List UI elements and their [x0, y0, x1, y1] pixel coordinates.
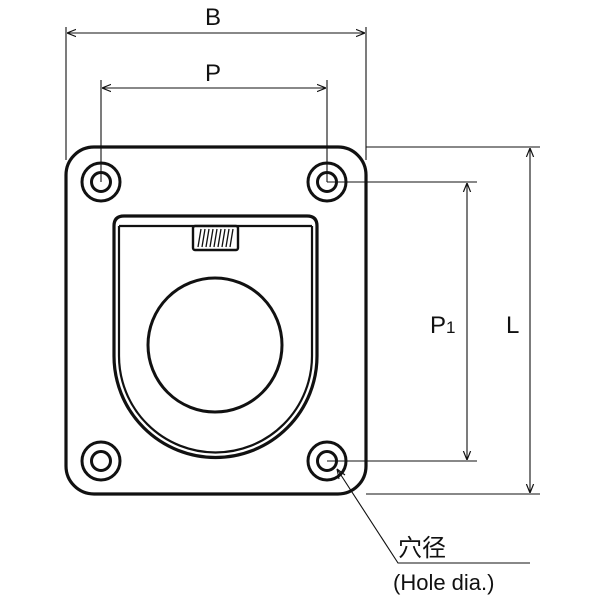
hole-callout-label-jp: 穴径: [398, 535, 446, 562]
hole-callout-leader: [336, 468, 530, 564]
dimension-label-p1-subscript: 1: [446, 318, 455, 337]
leader-arrow-icon: [336, 468, 346, 480]
hole-callout-label-en: (Hole dia.): [393, 570, 494, 595]
dimension-label-p1: P1: [430, 312, 455, 339]
mounting-hole-bottom-left: [80, 440, 122, 482]
extension-lines: [65, 27, 540, 495]
ring-grip: [146, 276, 284, 414]
dimension-label-p: P: [205, 60, 221, 87]
knurled-spring-block: [191, 224, 240, 252]
dimension-label-b: B: [205, 4, 221, 31]
dimension-label-p1-main: P: [430, 312, 446, 339]
dimension-label-l: L: [506, 312, 519, 339]
handle-recess-outer: [112, 214, 319, 460]
base-plate: [64, 145, 368, 496]
